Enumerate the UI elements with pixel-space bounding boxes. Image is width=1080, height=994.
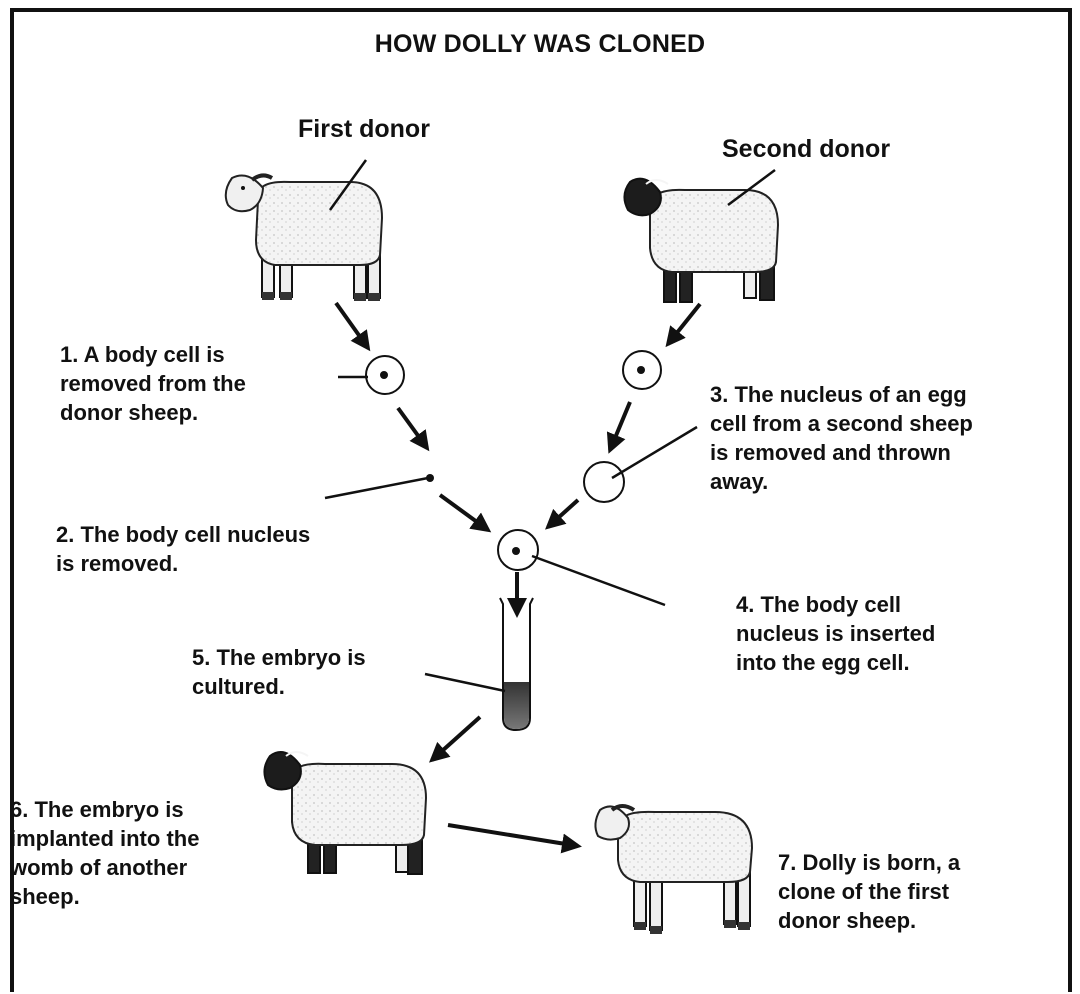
arrow-enucleated-to-fused — [548, 500, 578, 527]
surrogate-sheep — [264, 752, 426, 874]
step6-label: 6. The embryo is implanted into the womb… — [10, 795, 199, 911]
first-donor-sheep — [226, 175, 382, 301]
arrow-tube-to-surrogate — [432, 717, 480, 760]
step1-label: 1. A body cell is removed from the donor… — [60, 340, 246, 427]
second-donor-sheep — [624, 179, 778, 302]
step5-label: 5. The embryo is cultured. — [192, 643, 366, 701]
enucleated-egg-cell — [584, 462, 624, 502]
step3-label: 3. The nucleus of an egg cell from a sec… — [710, 380, 973, 496]
body-cell — [366, 356, 404, 394]
arrow-egg-to-enucleated — [610, 402, 630, 450]
test-tube — [500, 598, 533, 730]
fused-cell — [498, 530, 538, 570]
arrow-nucleus-to-fused — [440, 495, 488, 530]
step2-label: 2. The body cell nucleus is removed. — [56, 520, 310, 578]
step7-label: 7. Dolly is born, a clone of the first d… — [778, 848, 960, 935]
first-donor-label: First donor — [298, 115, 430, 144]
arrow-sheep2-to-egg — [668, 304, 700, 344]
dolly-sheep — [595, 806, 752, 934]
egg-cell — [623, 351, 661, 389]
arrow-cell-to-nucleus — [398, 408, 427, 448]
step4-label: 4. The body cell nucleus is inserted int… — [736, 590, 935, 677]
second-donor-label: Second donor — [722, 135, 890, 164]
arrow-sheep1-to-cell — [336, 303, 368, 348]
arrow-surrogate-to-dolly — [448, 825, 578, 846]
